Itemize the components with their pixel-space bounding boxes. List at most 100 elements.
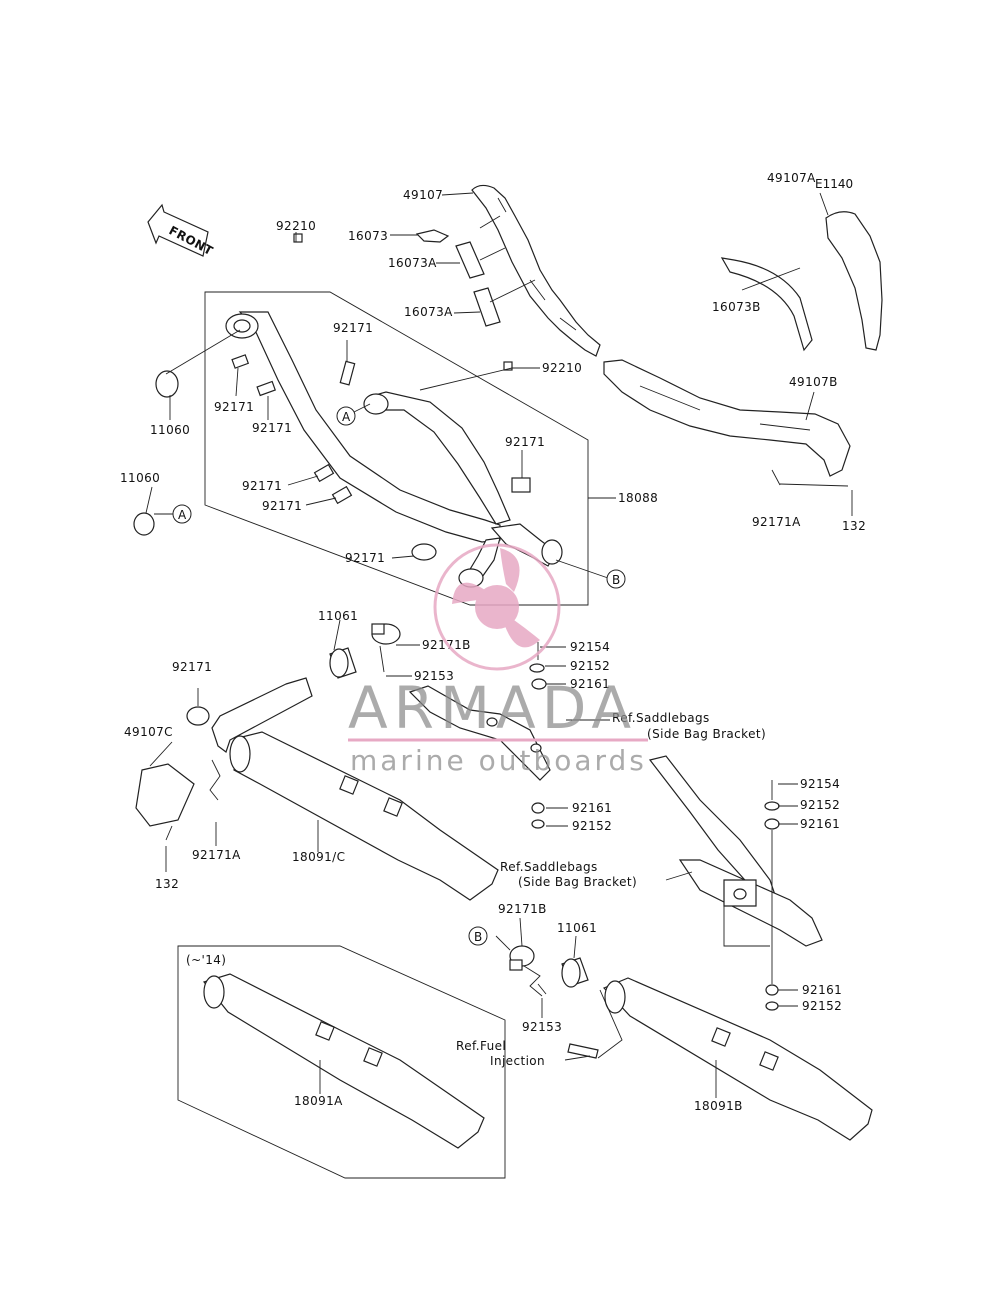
nut-92210-a — [293, 233, 303, 243]
fuel-injection-sensor — [567, 1043, 599, 1059]
label-92153-b: 92153 — [522, 1020, 562, 1034]
label-16073A-2: 16073A — [404, 305, 453, 319]
washer-92152-b — [531, 819, 545, 829]
heat-shield-49107A — [825, 211, 883, 351]
saddlebag-bracket — [648, 755, 823, 947]
label-16073A-1: 16073A — [388, 256, 437, 270]
pad-16073A-1 — [455, 241, 485, 279]
label-ref-saddlebags-a: Ref.Saddlebags — [612, 711, 710, 725]
label-92171-g: 92171 — [345, 551, 385, 565]
muffler-18091C — [211, 677, 499, 901]
propeller-logo-icon — [433, 543, 561, 671]
label-18091C: 18091/C — [292, 850, 345, 864]
label-132-top: 132 — [842, 519, 866, 533]
bolt-92153-b — [537, 983, 547, 995]
y-joint-outlets — [458, 523, 563, 588]
svg-text:B: B — [612, 573, 621, 587]
label-92171-d: 92171 — [505, 435, 545, 449]
label-92210-top: 92210 — [276, 219, 316, 233]
rubber-92161-c — [764, 818, 780, 830]
label-92161-a: 92161 — [570, 677, 610, 691]
label-side-bag-bracket-b: (Side Bag Bracket) — [518, 875, 637, 889]
label-92152-d: 92152 — [802, 999, 842, 1013]
label-92161-c: 92161 — [800, 817, 840, 831]
washer-92152-a — [529, 663, 545, 673]
label-11060-a: 11060 — [150, 423, 190, 437]
end-cap-49107C — [135, 706, 221, 841]
diagram-code: E1140 — [815, 177, 853, 191]
variant-box-18091A — [177, 945, 506, 1179]
label-ref-saddlebags-b: Ref.Saddlebags — [500, 860, 598, 874]
label-92171-f: 92171 — [262, 499, 302, 513]
label-92153-a: 92153 — [414, 669, 454, 683]
label-92152-a: 92152 — [570, 659, 610, 673]
label-18091B: 18091B — [694, 1099, 743, 1113]
center-bracket — [408, 685, 551, 781]
rubber-92161-b — [531, 802, 545, 814]
pad-16073B — [720, 257, 813, 352]
muffler-18091B — [602, 977, 873, 1141]
callout-b-lower: B — [468, 926, 488, 946]
assembly-box-18088 — [204, 291, 589, 606]
washer-92152-d — [765, 1001, 779, 1011]
pad-16073A-2 — [473, 287, 501, 327]
label-side-bag-bracket-a: (Side Bag Bracket) — [647, 727, 766, 741]
label-11061-a: 11061 — [318, 609, 358, 623]
label-92152-c: 92152 — [800, 798, 840, 812]
svg-text:A: A — [178, 508, 187, 522]
svg-text:B: B — [474, 930, 483, 944]
gasket-11060-b — [133, 512, 155, 536]
label-92161-b: 92161 — [572, 801, 612, 815]
bolt-92153-a — [379, 645, 385, 673]
gasket-11061-b — [561, 957, 589, 988]
gasket-11061-a — [329, 647, 357, 679]
label-92171-h: 92171 — [172, 660, 212, 674]
muffler-18091A — [202, 973, 485, 1149]
label-92171-c: 92171 — [252, 421, 292, 435]
label-year-note: (~'14) — [186, 953, 226, 967]
callout-b-upper: B — [606, 569, 626, 589]
exhaust-pipe-rear — [363, 391, 511, 525]
label-49107A: 49107A — [767, 171, 816, 185]
exhaust-pipe-front — [225, 311, 501, 543]
clamp-92171B-a — [371, 623, 401, 645]
label-92210-mid: 92210 — [542, 361, 582, 375]
heat-shield-49107 — [471, 184, 601, 357]
label-92161-d: 92161 — [802, 983, 842, 997]
label-92152-b: 92152 — [572, 819, 612, 833]
label-92171B-b: 92171B — [498, 902, 547, 916]
label-injection: Injection — [490, 1054, 545, 1068]
label-16073: 16073 — [348, 229, 388, 243]
label-92154-a: 92154 — [570, 640, 610, 654]
label-92154-b: 92154 — [800, 777, 840, 791]
label-18091A: 18091A — [294, 1094, 343, 1108]
svg-text:A: A — [342, 410, 351, 424]
watermark-brand: ARMADA — [348, 674, 637, 742]
gasket-11060-a — [155, 370, 179, 398]
label-18088: 18088 — [618, 491, 658, 505]
rubber-92161-d — [765, 984, 779, 996]
leader-lines — [145, 192, 853, 1098]
part-labels: 49107 16073 16073A 16073A 49107A 16073B … — [120, 171, 866, 1113]
label-ref-fuel: Ref.Fuel — [456, 1039, 506, 1053]
front-arrow-icon: FRONT — [147, 203, 216, 258]
label-92171A-top: 92171A — [752, 515, 801, 529]
label-11061-b: 11061 — [557, 921, 597, 935]
label-92171-b: 92171 — [214, 400, 254, 414]
clamps-92171 — [231, 354, 531, 561]
watermark-tagline: marine outboards — [350, 744, 647, 777]
watermark: ARMADA marine outboards — [348, 543, 648, 777]
callout-a-upper: A — [336, 403, 371, 426]
label-132-low: 132 — [155, 877, 179, 891]
clip-16073 — [415, 229, 450, 243]
washer-92152-c — [764, 801, 780, 811]
callout-a-lower: A — [154, 504, 192, 524]
label-11060-b: 11060 — [120, 471, 160, 485]
label-92171-a: 92171 — [333, 321, 373, 335]
label-92171A-low: 92171A — [192, 848, 241, 862]
nut-92210-b — [503, 361, 513, 371]
label-16073B: 16073B — [712, 300, 761, 314]
clamp-92171B-b — [509, 945, 535, 971]
